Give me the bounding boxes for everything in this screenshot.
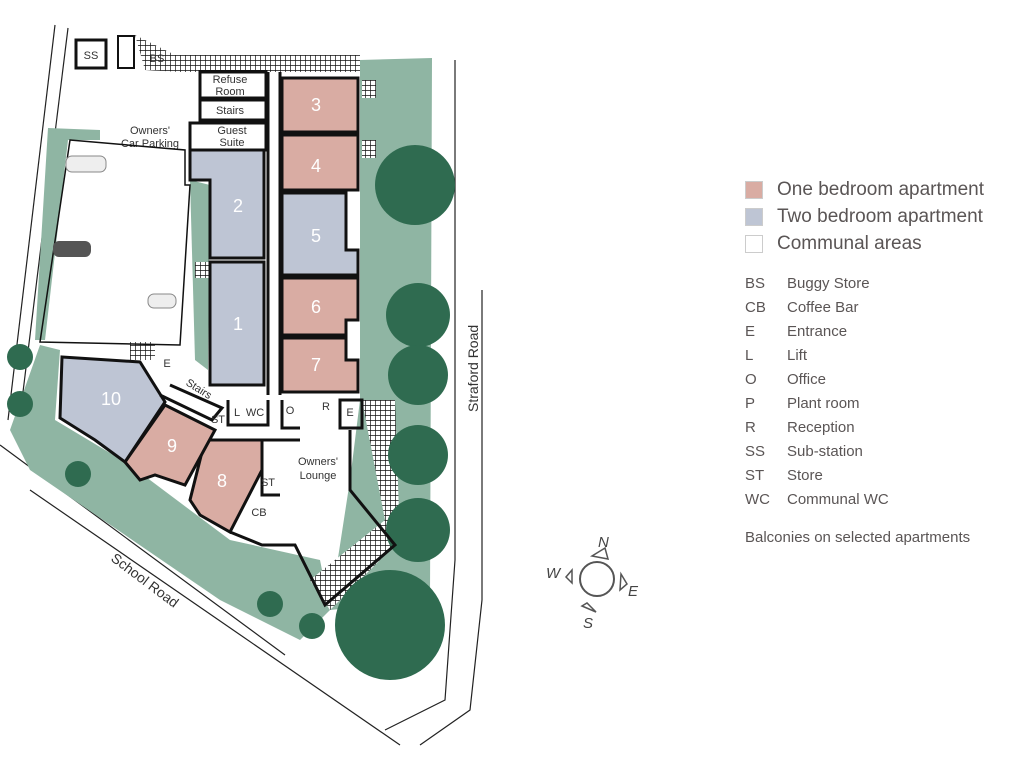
apartments	[58, 76, 360, 535]
abbreviation-item: SS Sub-station	[745, 439, 984, 463]
unit-number-6: 6	[311, 297, 321, 317]
room-label-stairs-top: Stairs	[216, 105, 245, 117]
legend-label: One bedroom apartment	[777, 178, 985, 200]
trees	[7, 145, 455, 680]
legend-one-bedroom: One bedroom apartment	[745, 176, 984, 203]
paved-areas	[130, 35, 400, 610]
abbreviation-code: BS	[745, 274, 766, 292]
room-label-reception: R	[322, 401, 330, 413]
room-label-st-left: ST	[211, 414, 225, 426]
unit-number-1: 1	[233, 314, 243, 334]
unit-numbers: 1 2 3 4 5 6 7 8 9 10	[101, 95, 321, 491]
room-label-bs: BS	[150, 53, 165, 65]
substation-room	[74, 38, 108, 70]
abbreviation-item: L Lift	[745, 343, 984, 367]
abbreviation-code: WC	[745, 490, 770, 508]
abbreviation-item: ST Store	[745, 463, 984, 487]
room-label-guest-1: Guest	[217, 125, 246, 137]
apartment-5	[280, 191, 360, 277]
abbreviation-code: E	[745, 322, 756, 340]
abbreviation-code: CB	[745, 298, 766, 316]
room-label-guest-2: Suite	[219, 137, 244, 149]
abbreviation-item: P Plant room	[745, 391, 984, 415]
abbreviation-code: L	[745, 346, 754, 364]
room-label-entrance-left: E	[163, 358, 170, 370]
unit-number-8: 8	[217, 471, 227, 491]
abbreviation-meaning: Plant room	[787, 394, 860, 412]
apartment-3	[280, 76, 360, 134]
room-label-wc: WC	[246, 407, 264, 419]
apartment-10	[58, 355, 167, 465]
room-label-lounge-1: Owners'	[298, 456, 338, 468]
room-label-refuse-1: Refuse	[213, 74, 248, 86]
room-label-office: O	[286, 405, 295, 417]
substation-store	[117, 35, 135, 69]
compass-w: W	[546, 565, 562, 582]
abbreviation-item: BS Buggy Store	[745, 271, 984, 295]
apartment-4	[280, 133, 360, 192]
abbreviation-item: R Reception	[745, 415, 984, 439]
room-label-refuse-2: Room	[215, 86, 244, 98]
balconies-note: Balconies on selected apartments	[745, 529, 971, 546]
abbreviation-item: O Office	[745, 367, 984, 391]
compass-n: N	[598, 534, 609, 551]
abbreviation-code: P	[745, 394, 756, 412]
abbreviation-item: E Entrance	[745, 319, 984, 343]
room-label-lounge-2: Lounge	[300, 470, 337, 482]
legend: One bedroom apartment Two bedroom apartm…	[745, 176, 984, 546]
legend-communal: Communal areas	[745, 230, 984, 257]
room-label-entrance-right: E	[346, 407, 353, 419]
abbreviation-code: ST	[745, 466, 765, 484]
abbreviation-meaning: Sub-station	[787, 442, 863, 460]
legend-label: Communal areas	[777, 232, 922, 254]
abbreviation-meaning: Communal WC	[787, 490, 889, 508]
cars	[53, 155, 177, 309]
apartment-2	[188, 148, 266, 260]
compass-s: S	[583, 615, 593, 632]
straford-road-label: Straford Road	[465, 325, 481, 412]
abbreviation-code: SS	[745, 442, 766, 460]
unit-number-3: 3	[311, 95, 321, 115]
abbreviation-meaning: Store	[787, 466, 823, 484]
abbreviation-meaning: Coffee Bar	[787, 298, 859, 316]
unit-number-10: 10	[101, 389, 121, 409]
legend-two-bedroom: Two bedroom apartment	[745, 203, 984, 230]
compass	[564, 546, 628, 613]
unit-number-2: 2	[233, 196, 243, 216]
abbreviation-item: CB Coffee Bar	[745, 295, 984, 319]
room-label-st-right: ST	[261, 477, 275, 489]
abbreviation-meaning: Buggy Store	[787, 274, 870, 292]
apartment-1	[208, 260, 266, 387]
abbreviation-item: WC Communal WC	[745, 487, 984, 511]
abbreviation-meaning: Entrance	[787, 322, 848, 340]
unit-number-7: 7	[311, 355, 321, 375]
parking-label-1: Owners'	[130, 125, 170, 137]
unit-number-5: 5	[311, 226, 321, 246]
core-walls	[159, 383, 398, 608]
unit-number-9: 9	[167, 436, 177, 456]
apartment-6	[280, 276, 360, 337]
car-park	[39, 139, 191, 346]
legend-label: Two bedroom apartment	[777, 205, 983, 227]
abbreviation-code: R	[745, 418, 756, 436]
abbreviation-meaning: Reception	[787, 418, 855, 436]
abbreviation-meaning: Office	[787, 370, 826, 388]
one-bedroom-swatch	[745, 180, 763, 199]
room-label-lift: L	[234, 407, 240, 419]
room-label-cb: CB	[251, 507, 266, 519]
unit-number-4: 4	[311, 156, 321, 176]
abbreviation-meaning: Lift	[787, 346, 808, 364]
room-label-ss: SS	[84, 50, 99, 62]
communal-swatch	[745, 234, 763, 253]
abbreviation-code: O	[745, 370, 757, 388]
parking-label-2: Car Parking	[121, 138, 179, 150]
apartment-7	[280, 336, 360, 394]
compass-e: E	[628, 583, 639, 600]
two-bedroom-swatch	[745, 207, 763, 226]
